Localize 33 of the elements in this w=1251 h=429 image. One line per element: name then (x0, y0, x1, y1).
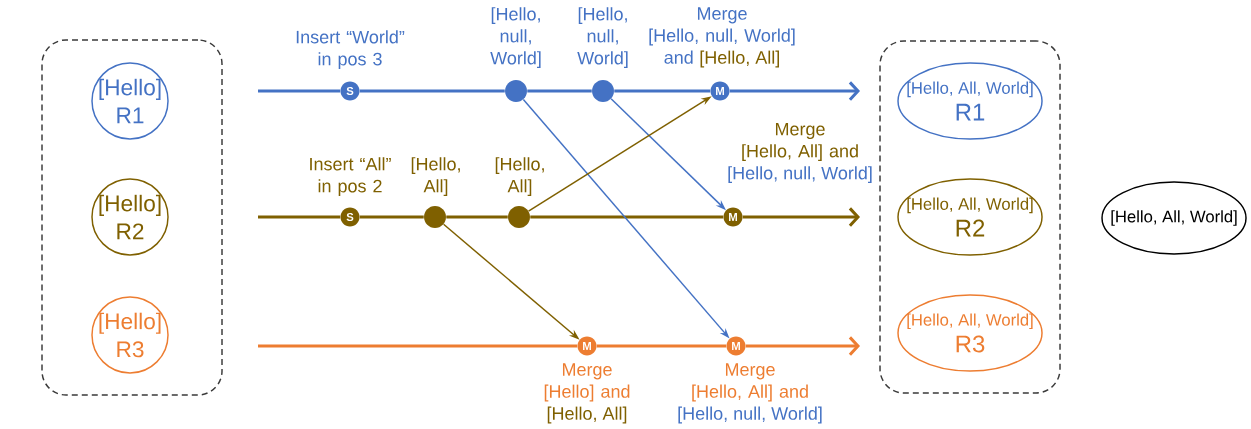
timeline-line (530, 215, 724, 219)
dot (505, 80, 527, 102)
dot (424, 206, 446, 228)
timeline-line (446, 215, 508, 219)
timeline-line (596, 344, 727, 348)
timeline-line (359, 215, 424, 219)
dashed-group-box (879, 40, 1061, 394)
node-caption: [Hello, null, World] (490, 7, 541, 68)
dashed-group-box (41, 39, 223, 396)
timeline-arrow (745, 336, 860, 356)
timeline-line (258, 89, 341, 93)
dot (508, 206, 530, 228)
node-caption: [Hello, All] (495, 157, 544, 196)
timeline-line (527, 89, 592, 93)
node-caption: and (664, 50, 693, 64)
timeline-line (258, 215, 341, 219)
timeline-arrow (729, 81, 860, 101)
node-caption: [Hello, null, World] (678, 406, 822, 424)
node-caption: Merge [Hello, All] and (692, 363, 808, 402)
timeline-line (359, 89, 505, 93)
node-caption: [Hello, null, World] (728, 166, 872, 183)
node-caption: [Hello, All] (547, 406, 627, 424)
timeline-line (614, 89, 711, 93)
timeline-arrow (742, 207, 860, 227)
node-caption: Merge [Hello] and (544, 363, 630, 402)
node-caption: Insert “All” in pos 2 (310, 157, 391, 196)
node-caption: Insert “World” in pos 3 (296, 30, 405, 69)
node-caption: Merge [Hello, All] and (742, 122, 858, 161)
timeline-line (258, 344, 578, 348)
node-caption: [Hello, null, World] (577, 7, 628, 68)
dot (592, 80, 614, 102)
node-caption: [Hello, All] (700, 50, 779, 68)
node-caption: [Hello, All] (411, 157, 460, 196)
